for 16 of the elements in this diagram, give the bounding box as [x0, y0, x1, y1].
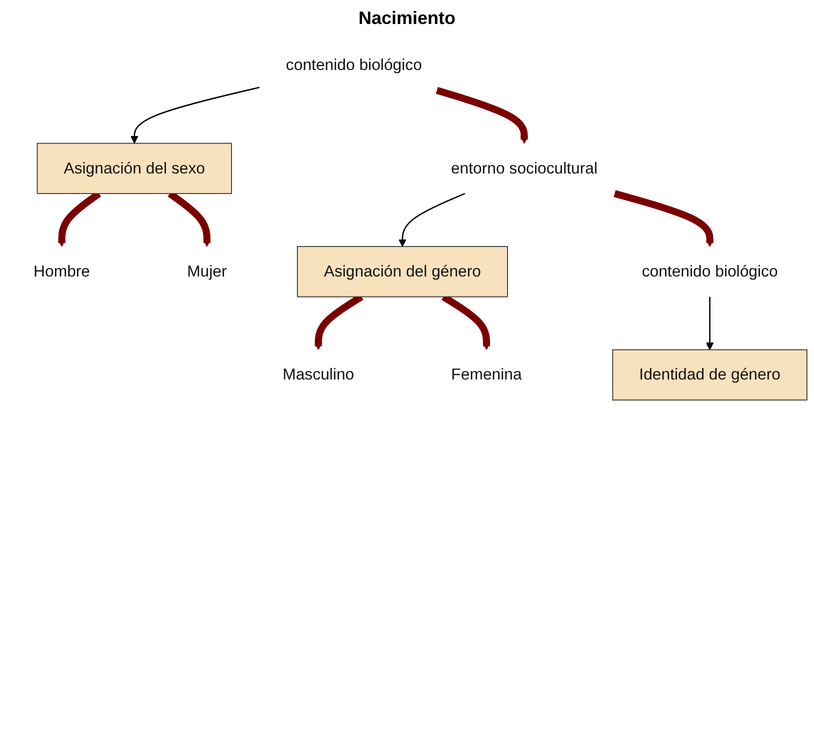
arrow: [398, 192, 466, 247]
node-text: Mujer: [187, 262, 227, 280]
node-text: Femenina: [451, 366, 522, 384]
node-text: Hombre: [34, 262, 90, 280]
arrow: [130, 86, 260, 144]
node-box: Asignación del género: [296, 246, 508, 298]
arrow: [436, 86, 528, 144]
node-text: contenido biológico: [642, 262, 778, 280]
diagram-title: Nacimiento: [357, 8, 457, 29]
node-text: Masculino: [282, 366, 354, 384]
node-text: contenido biológico: [286, 56, 422, 74]
node-box: Asignación del sexo: [36, 142, 232, 194]
arrow: [614, 190, 714, 247]
arrow: [706, 296, 714, 350]
node-text: entorno sociocultural: [450, 159, 598, 177]
node-box: Identidad de género: [612, 349, 808, 400]
